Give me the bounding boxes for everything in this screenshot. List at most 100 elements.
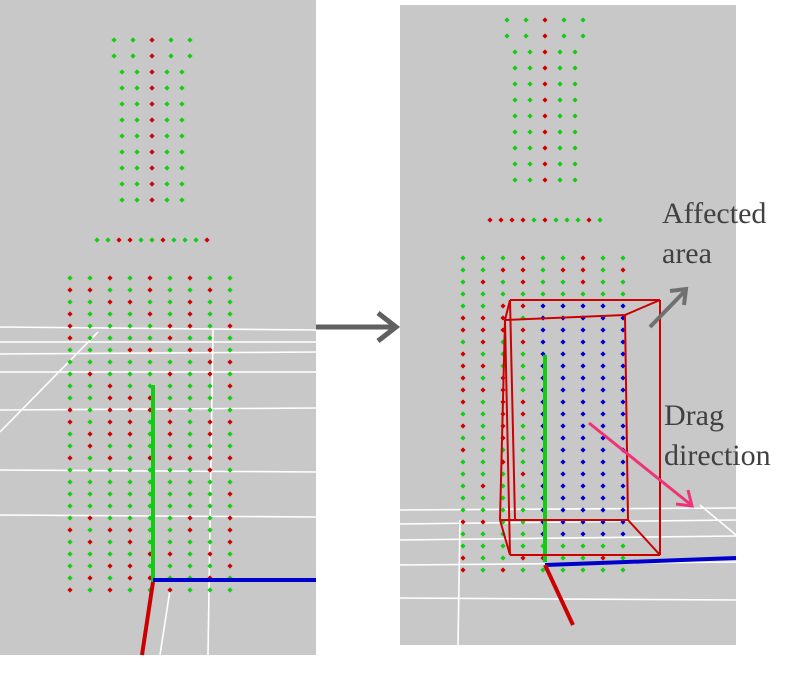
point <box>207 419 213 425</box>
point <box>87 323 93 329</box>
point <box>600 447 606 453</box>
point <box>580 255 586 261</box>
point <box>520 327 526 333</box>
point <box>460 339 466 345</box>
point <box>67 491 73 497</box>
point <box>560 423 566 429</box>
selection-box-edge <box>624 299 661 316</box>
point <box>119 133 125 139</box>
point <box>127 299 133 305</box>
point <box>67 335 73 341</box>
point <box>480 447 486 453</box>
point <box>147 347 153 353</box>
point <box>187 37 193 43</box>
point <box>227 587 233 593</box>
point <box>134 181 140 187</box>
z-axis <box>140 581 155 656</box>
right-panel <box>399 5 737 646</box>
point <box>119 85 125 91</box>
point <box>500 279 506 285</box>
point <box>87 455 93 461</box>
point <box>107 443 113 449</box>
point <box>520 423 526 429</box>
point <box>167 419 173 425</box>
point <box>480 519 486 525</box>
point <box>620 303 626 309</box>
point <box>620 399 626 405</box>
point <box>149 181 155 187</box>
point <box>542 49 548 55</box>
point <box>600 363 606 369</box>
point <box>542 161 548 167</box>
point <box>187 563 193 569</box>
point <box>127 407 133 413</box>
point <box>111 53 117 59</box>
point <box>560 399 566 405</box>
point <box>167 275 173 281</box>
point <box>600 507 606 513</box>
point <box>460 447 466 453</box>
point <box>600 267 606 273</box>
point <box>207 551 213 557</box>
x-axis <box>544 556 737 567</box>
point <box>520 459 526 465</box>
point <box>119 117 125 123</box>
point <box>227 503 233 509</box>
point <box>557 145 563 151</box>
point <box>540 255 546 261</box>
point <box>171 237 177 243</box>
point <box>500 567 506 573</box>
point <box>553 217 559 223</box>
point <box>504 33 510 39</box>
point <box>480 423 486 429</box>
point <box>512 81 518 87</box>
point <box>127 431 133 437</box>
point <box>542 217 548 223</box>
point <box>580 483 586 489</box>
point <box>179 117 185 123</box>
point <box>509 217 515 223</box>
point <box>586 217 592 223</box>
point <box>87 491 93 497</box>
point <box>560 483 566 489</box>
point <box>480 495 486 501</box>
point <box>557 161 563 167</box>
point <box>560 507 566 513</box>
point <box>160 237 166 243</box>
point <box>227 491 233 497</box>
grid-line <box>457 519 461 646</box>
point <box>179 85 185 91</box>
point <box>149 117 155 123</box>
point <box>561 33 567 39</box>
point <box>542 81 548 87</box>
point <box>107 491 113 497</box>
point <box>105 237 111 243</box>
point <box>207 467 213 473</box>
point <box>167 479 173 485</box>
point <box>564 217 570 223</box>
point <box>149 37 155 43</box>
point <box>600 303 606 309</box>
point <box>168 37 174 43</box>
point <box>119 197 125 203</box>
selection-box <box>499 299 661 556</box>
point <box>138 237 144 243</box>
point <box>460 567 466 573</box>
affected-label-line1: Affected <box>662 197 767 230</box>
point <box>187 479 193 485</box>
point <box>620 507 626 513</box>
point <box>107 539 113 545</box>
point <box>560 459 566 465</box>
point <box>207 359 213 365</box>
point <box>620 267 626 273</box>
point <box>542 65 548 71</box>
point <box>149 197 155 203</box>
point <box>87 287 93 293</box>
point <box>147 299 153 305</box>
point <box>600 255 606 261</box>
point <box>107 467 113 473</box>
point <box>542 177 548 183</box>
point <box>480 327 486 333</box>
point <box>620 459 626 465</box>
point <box>480 459 486 465</box>
